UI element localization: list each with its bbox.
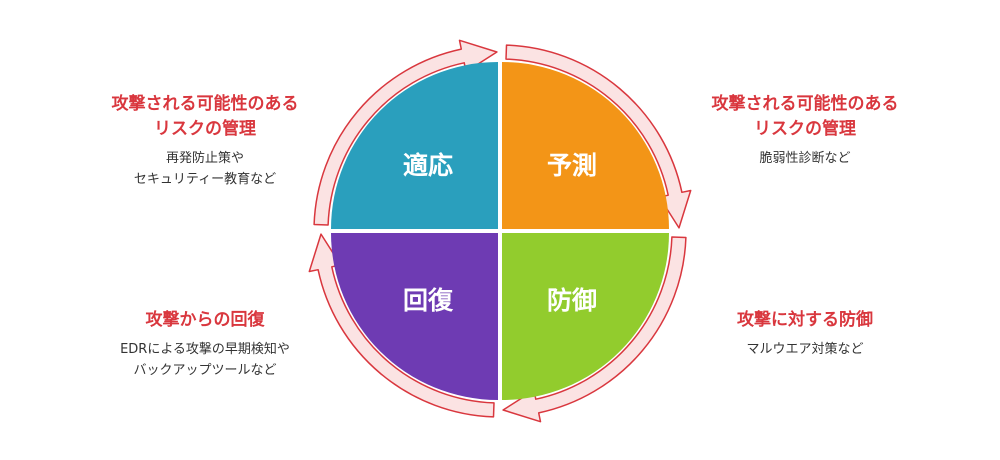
cycle-arrows [308,39,692,423]
quadrant-defend [502,233,669,400]
annotation-desc-line: バックアップツールなど [133,363,277,378]
annotation-defend: 攻撃に対する防御 マルウエア対策など [660,308,950,360]
annotation-recover: 攻撃からの回復 EDRによる攻撃の早期検知や バックアップツールなど [60,308,350,381]
annotation-defend-title: 攻撃に対する防御 [660,308,950,333]
annotation-desc-line: セキュリティー教育など [133,172,277,187]
annotation-title-line: 攻撃される可能性のある [111,94,299,114]
annotation-defend-desc: マルウエア対策など [660,339,950,360]
quadrant-adapt [331,62,498,229]
annotation-title-line: リスクの管理 [754,119,856,139]
annotation-title-line: 攻撃からの回復 [145,310,265,330]
annotation-adapt: 攻撃される可能性のある リスクの管理 再発防止策や セキュリティー教育など [60,92,350,190]
quadrant-recover-label: 回復 [403,286,454,315]
quadrant-recover [331,233,498,400]
annotation-title-line: リスクの管理 [154,119,256,139]
annotation-recover-title: 攻撃からの回復 [60,308,350,333]
arrow-recover-to-adapt [308,233,495,418]
annotation-desc-line: EDRによる攻撃の早期検知や [120,342,290,357]
arrow-adapt-to-predict [313,39,498,226]
annotation-desc-line: マルウエア対策など [746,342,864,357]
arrow-predict-to-defend [505,44,692,229]
annotation-title-line: 攻撃される可能性のある [711,94,899,114]
annotation-predict: 攻撃される可能性のある リスクの管理 脆弱性診断など [660,92,950,169]
quadrant-predict [502,62,669,229]
annotation-predict-title: 攻撃される可能性のある リスクの管理 [660,92,950,142]
annotation-desc-line: 脆弱性診断など [759,151,851,166]
quadrant-predict-label: 予測 [547,151,597,180]
annotation-adapt-desc: 再発防止策や セキュリティー教育など [60,148,350,190]
annotation-desc-line: 再発防止策や [165,151,244,166]
annotation-recover-desc: EDRによる攻撃の早期検知や バックアップツールなど [60,339,350,381]
annotation-title-line: 攻撃に対する防御 [737,310,873,330]
quadrants [331,62,669,400]
arrow-defend-to-recover [502,236,687,423]
annotation-adapt-title: 攻撃される可能性のある リスクの管理 [60,92,350,142]
annotation-predict-desc: 脆弱性診断など [660,148,950,169]
quadrant-defend-label: 防御 [547,286,597,315]
quadrant-adapt-label: 適応 [403,151,453,180]
